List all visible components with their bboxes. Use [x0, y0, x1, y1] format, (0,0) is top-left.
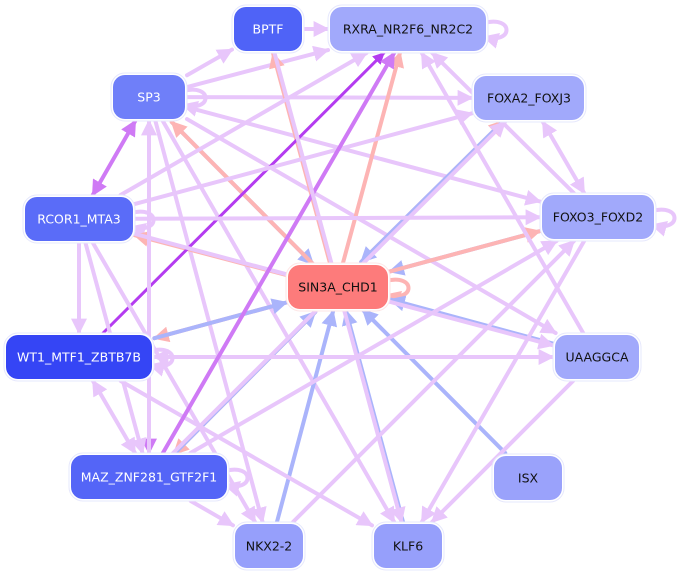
edge	[90, 119, 138, 197]
edge	[419, 51, 586, 335]
edge	[188, 239, 559, 455]
node-label: WT1_MTF1_ZBTB7B	[17, 350, 141, 365]
node-foxa2[interactable]: FOXA2_FOXJ3	[471, 73, 587, 123]
node-box	[474, 76, 584, 120]
node-box	[234, 7, 302, 51]
edge	[133, 209, 542, 226]
edge	[430, 51, 576, 195]
node-box	[288, 265, 388, 309]
node-rcor1[interactable]: RCOR1_MTA3	[22, 194, 136, 244]
node-isx[interactable]: ISX	[491, 453, 565, 503]
node-sp3[interactable]: SP3	[110, 72, 188, 122]
node-label: ISX	[518, 471, 539, 486]
edge	[341, 50, 404, 265]
node-sin3a[interactable]: SIN3A_CHD1	[285, 262, 391, 312]
node-label: KLF6	[393, 539, 423, 554]
node-label: NKX2-2	[246, 539, 293, 554]
node-label: RCOR1_MTA3	[37, 212, 120, 227]
node-box	[71, 455, 227, 499]
edge	[387, 227, 542, 274]
node-box	[374, 524, 442, 568]
node-label: UAAGGCA	[565, 350, 628, 365]
edge	[152, 298, 289, 341]
edge	[291, 239, 576, 524]
edge	[160, 51, 397, 455]
node-box	[6, 335, 152, 379]
edge	[118, 379, 374, 528]
node-foxo3[interactable]: FOXO3_FOXD2	[539, 192, 657, 242]
edge	[118, 51, 369, 197]
edge	[185, 89, 474, 106]
node-label: SP3	[137, 90, 160, 105]
node-box	[113, 75, 185, 119]
edge	[91, 379, 137, 455]
self-loop-edge	[650, 207, 677, 237]
node-klf6[interactable]: KLF6	[371, 521, 445, 571]
node-box	[25, 197, 133, 241]
node-maz[interactable]: MAZ_ZNF281_GTF2F1	[68, 452, 230, 502]
node-wt1[interactable]: WT1_MTF1_ZBTB7B	[3, 332, 155, 382]
edge	[430, 379, 575, 524]
node-box	[555, 335, 639, 379]
node-label: MAZ_ZNF281_GTF2F1	[81, 470, 218, 485]
edge	[185, 117, 558, 335]
node-rxra[interactable]: RXRA_NR2F6_NR2C2	[327, 4, 489, 54]
edge	[540, 120, 587, 195]
self-loop-edge	[482, 19, 509, 49]
node-uaaggca[interactable]: UAAGGCA	[552, 332, 642, 382]
node-label: RXRA_NR2F6_NR2C2	[343, 22, 473, 37]
node-box	[494, 456, 562, 500]
node-label: FOXO3_FOXD2	[553, 210, 643, 225]
node-bptf[interactable]: BPTF	[231, 4, 305, 54]
edge	[185, 45, 330, 90]
edge	[274, 309, 338, 525]
edge	[185, 47, 234, 78]
node-label: SIN3A_CHD1	[298, 280, 377, 295]
node-label: BPTF	[253, 22, 284, 37]
node-nkx22[interactable]: NKX2-2	[232, 521, 306, 571]
node-label: FOXA2_FOXJ3	[487, 91, 571, 106]
edges-layer	[71, 19, 677, 528]
edge	[188, 499, 235, 528]
node-box	[330, 7, 486, 51]
node-box	[235, 524, 303, 568]
node-box	[542, 195, 654, 239]
